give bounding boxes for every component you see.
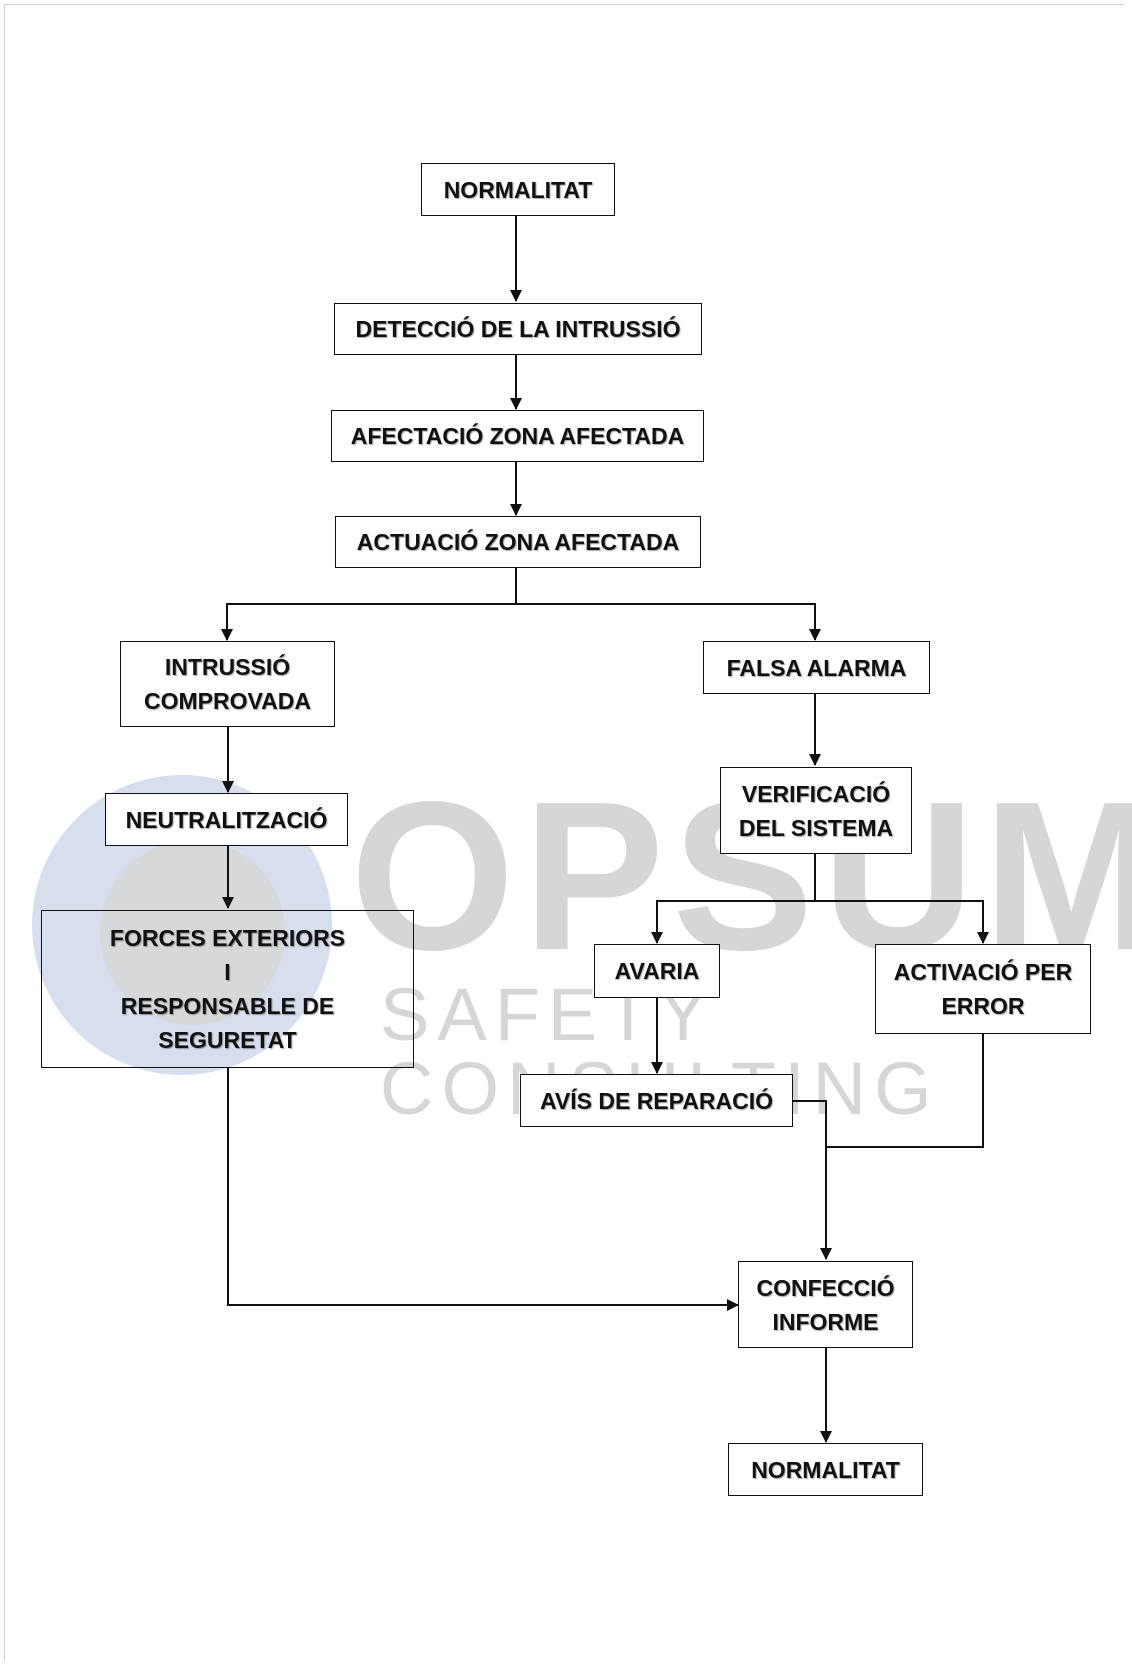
connector-activacio-merge — [826, 1034, 984, 1148]
node-avis-reparacio: AVÍS DE REPARACIÓ — [520, 1074, 793, 1127]
node-normalitat-end: NORMALITAT — [728, 1443, 923, 1496]
connector-avis-confeccio — [793, 1100, 832, 1260]
connector-actuacio-split — [221, 567, 517, 641]
connector-verificacio-activacio — [815, 900, 989, 944]
node-activacio-per-error: ACTIVACIÓ PER ERROR — [875, 944, 1091, 1034]
node-confeccio-informe: CONFECCIÓ INFORME — [738, 1261, 913, 1348]
connector-actuacio-falsa — [516, 603, 821, 641]
connector-forces-confeccio — [227, 1068, 739, 1311]
node-forces-exteriors: FORCES EXTERIORS I RESPONSABLE DE SEGURE… — [41, 910, 414, 1068]
node-actuacio-zona: ACTUACIÓ ZONA AFECTADA — [335, 516, 701, 568]
node-avaria: AVARIA — [594, 944, 720, 998]
connector-verificacio-avaria — [651, 853, 816, 944]
node-afectacio-zona: AFECTACIÓ ZONA AFECTADA — [331, 410, 704, 462]
node-verificacio-sistema: VERIFICACIÓ DEL SISTEMA — [720, 767, 912, 854]
node-normalitat-start: NORMALITAT — [421, 163, 615, 216]
node-deteccio-intrussio: DETECCIÓ DE LA INTRUSSIÓ — [334, 303, 702, 355]
page-frame — [4, 4, 1124, 1661]
node-intrussio-comprovada: INTRUSSIÓ COMPROVADA — [120, 641, 335, 727]
node-neutralitzacio: NEUTRALITZACIÓ — [105, 793, 348, 846]
node-falsa-alarma: FALSA ALARMA — [703, 641, 930, 694]
